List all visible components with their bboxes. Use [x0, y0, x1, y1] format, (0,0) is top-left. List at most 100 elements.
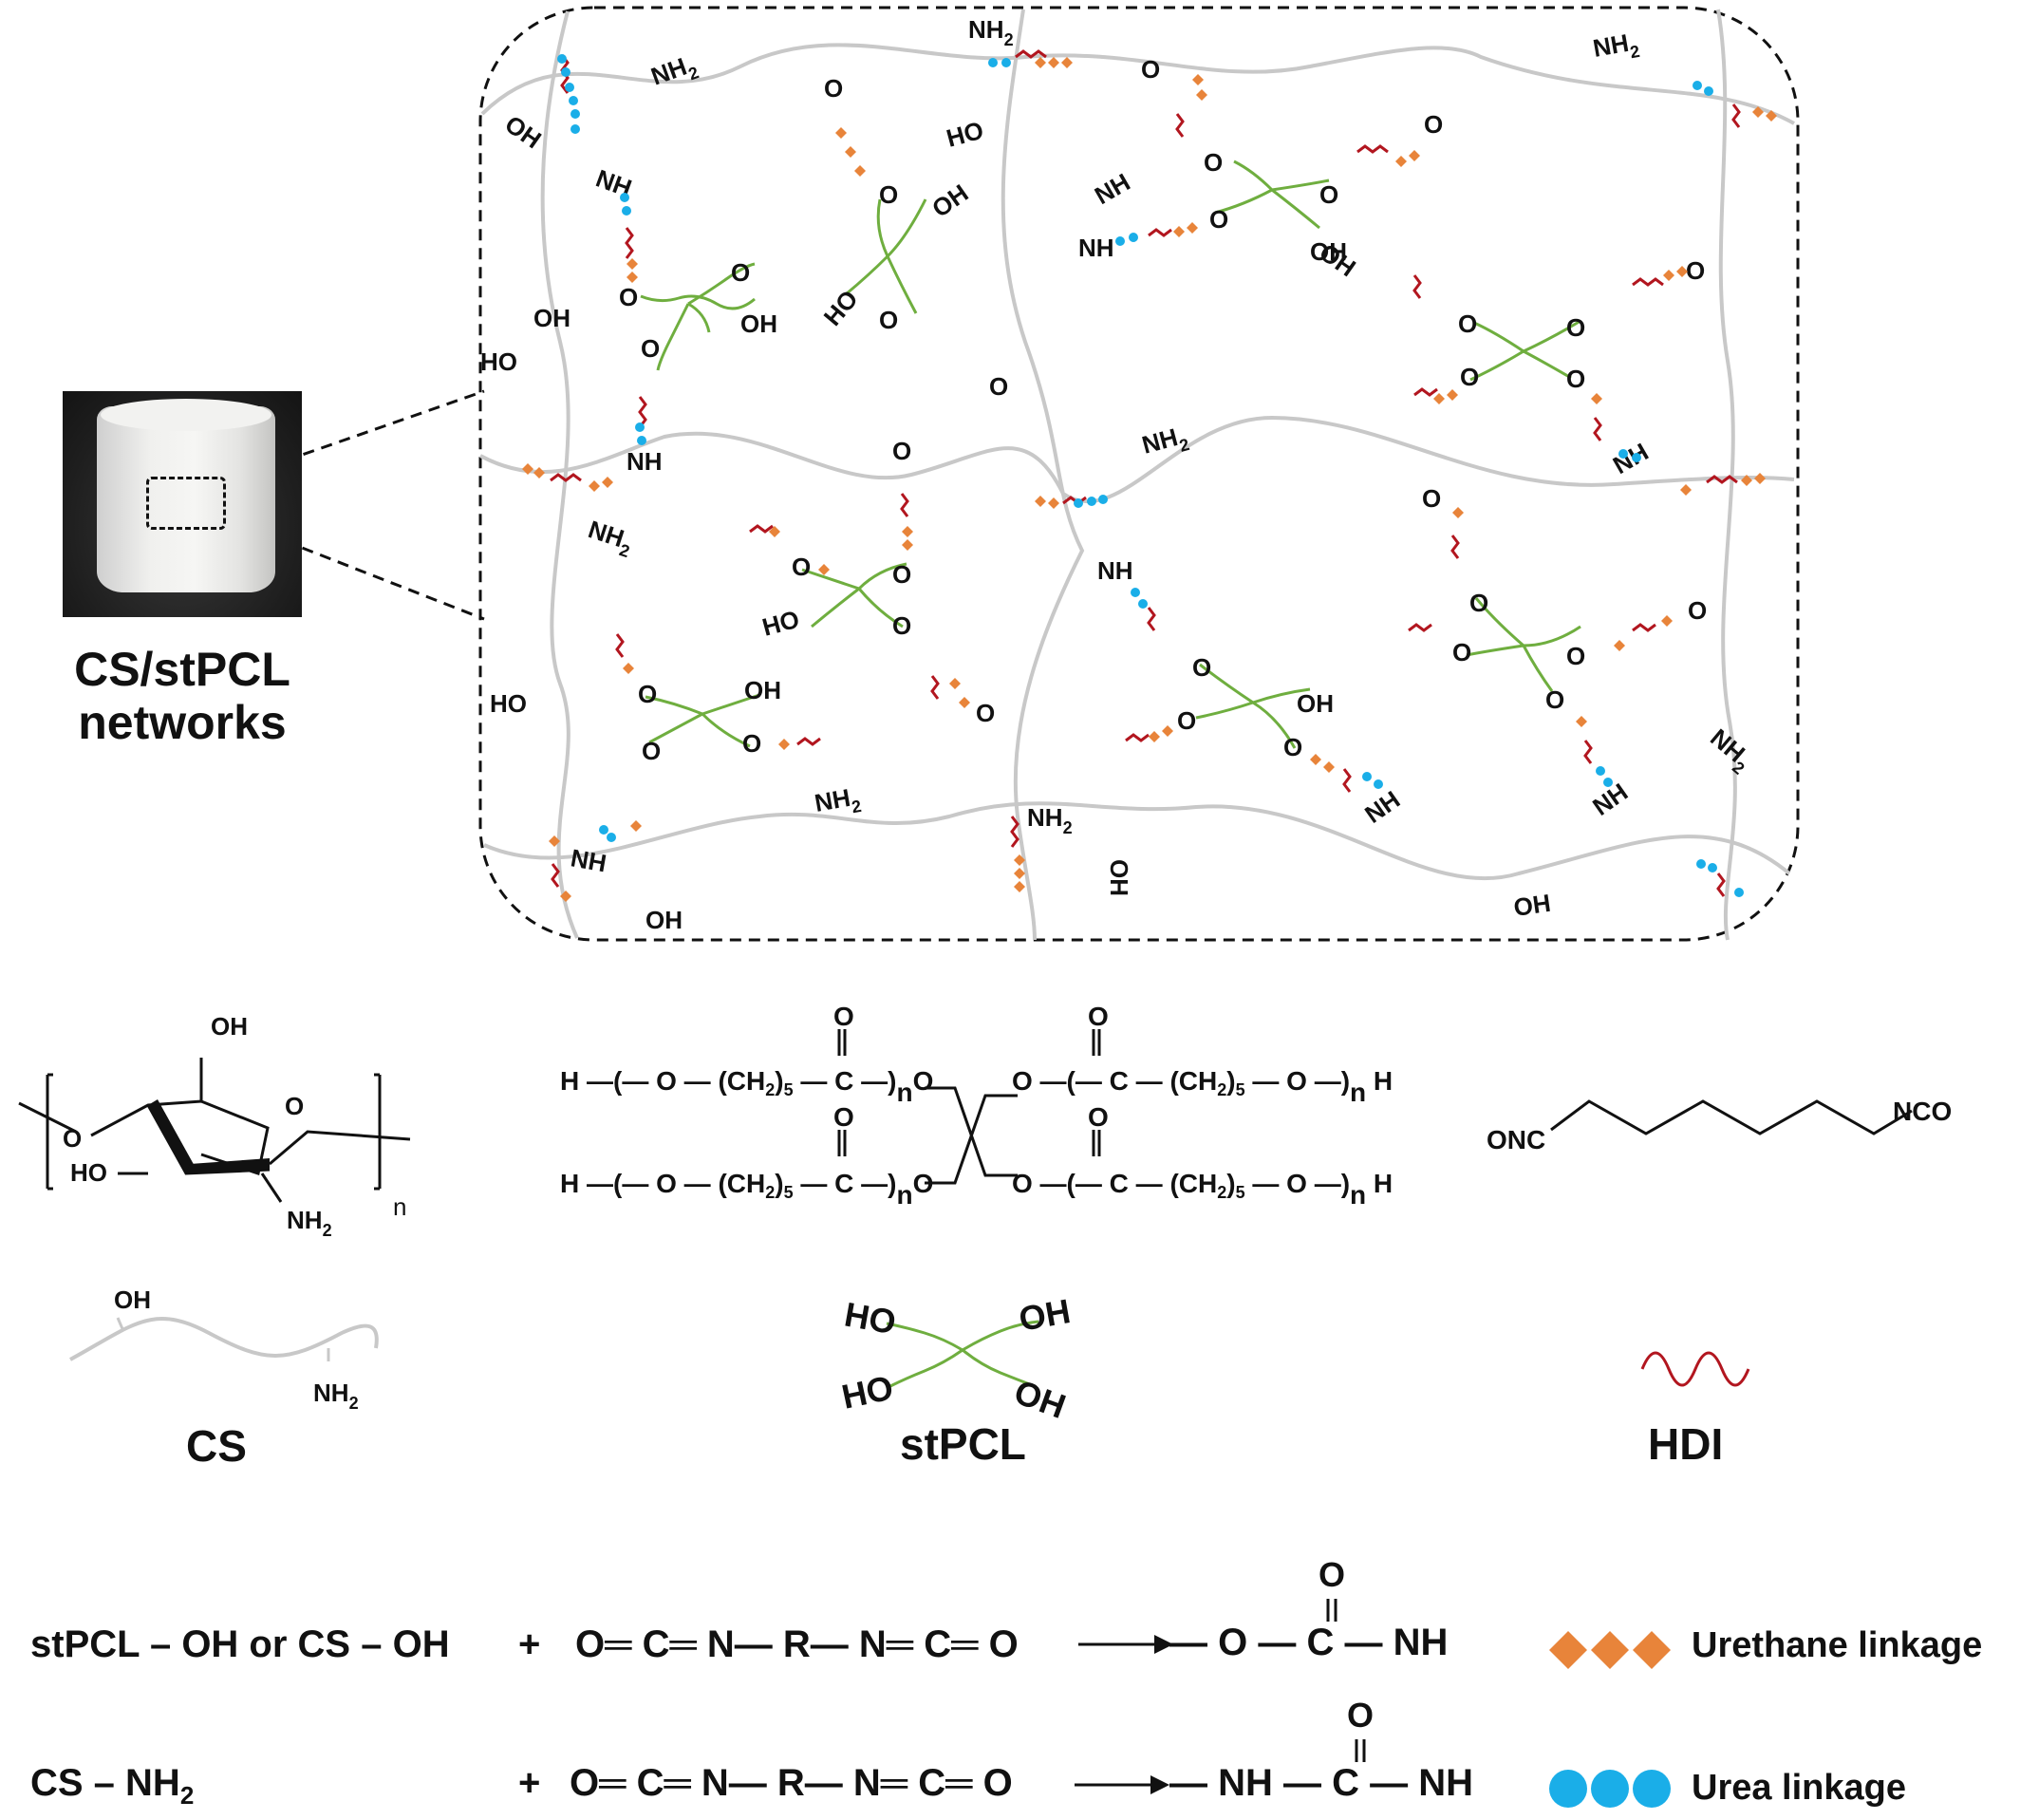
svg-text:OH: OH — [740, 310, 777, 338]
svg-text:O: O — [879, 306, 898, 334]
svg-text:OH: OH — [1105, 859, 1133, 896]
reaction1-product-carbonyl-o: O — [1319, 1555, 1346, 1594]
svg-text:NH: NH — [1097, 556, 1133, 585]
svg-text:OH: OH — [926, 178, 973, 223]
svg-text:O: O — [1319, 180, 1338, 209]
cs-repeat-n: n — [393, 1192, 406, 1221]
zoom-selection-box — [146, 477, 226, 530]
svg-text:NH2: NH2 — [1139, 421, 1191, 465]
hdi-left-label: ONC — [1487, 1125, 1545, 1154]
svg-text:HO: HO — [842, 1295, 899, 1342]
reaction1-isocyanate: O═ C═ N— R— N═ C═ O — [575, 1623, 1019, 1665]
urethane-legend-label: Urethane linkage — [1692, 1625, 1983, 1665]
cs-stpcl-sample-photo — [63, 391, 302, 617]
svg-text:HO: HO — [480, 347, 517, 376]
svg-text:O: O — [619, 283, 638, 311]
svg-text:O: O — [892, 611, 911, 640]
reaction2-reactant: CS – NH2 — [30, 1762, 195, 1810]
svg-text:O —(— C — (CH2)5 — O —)n H: O —(— C — (CH2)5 — O —)n H — [1012, 1066, 1393, 1107]
svg-text:OH: OH — [1310, 237, 1347, 266]
reaction1-reactant: stPCL – OH or CS – OH — [30, 1623, 450, 1665]
svg-text:NH: NH — [1078, 234, 1114, 262]
svg-text:O: O — [638, 680, 657, 708]
svg-text:OH: OH — [744, 676, 781, 704]
urea-legend-icon — [1549, 1770, 1671, 1808]
sample-title-line2: networks — [78, 696, 287, 749]
stpcl-name-label: stPCL — [900, 1419, 1026, 1469]
svg-text:O: O — [1192, 653, 1211, 682]
stpcl-chemical-structure: O O O O H —(— O — (CH2)5 — C —)nO O —(— … — [560, 1002, 1393, 1210]
svg-text:O: O — [731, 258, 750, 287]
svg-text:O: O — [989, 372, 1008, 401]
svg-text:O: O — [1566, 313, 1585, 342]
reaction2-product-carbonyl-o: O — [1347, 1696, 1375, 1735]
svg-text:O: O — [1452, 638, 1471, 666]
svg-text:NH: NH — [569, 843, 608, 877]
svg-text:O: O — [1177, 706, 1196, 735]
hdi-right-label: NCO — [1893, 1097, 1952, 1126]
cs-ring-o-label: O — [285, 1092, 304, 1120]
svg-text:O: O — [1460, 363, 1479, 391]
svg-text:O: O — [1204, 148, 1223, 177]
svg-text:O: O — [976, 699, 995, 727]
svg-text:O: O — [1686, 256, 1705, 285]
svg-text:O: O — [742, 729, 761, 758]
svg-text:O: O — [1209, 205, 1228, 234]
svg-text:O: O — [1422, 484, 1441, 513]
svg-text:NH: NH — [1359, 785, 1405, 829]
svg-text:O: O — [1469, 589, 1488, 617]
svg-text:OH: OH — [533, 304, 570, 332]
sample-cylinder — [97, 406, 275, 592]
svg-text:NH: NH — [627, 447, 663, 476]
svg-text:O: O — [792, 553, 811, 581]
svg-text:O: O — [1566, 365, 1585, 393]
stpcl-stars — [640, 159, 1581, 749]
svg-text:H —(— O — (CH2)5 — C —)nO: H —(— O — (CH2)5 — C —)nO — [560, 1169, 933, 1210]
cs-nh2-label: NH2 — [287, 1206, 332, 1240]
svg-text:O: O — [892, 437, 911, 465]
svg-text:O: O — [1088, 1002, 1109, 1031]
svg-text:O: O — [1141, 55, 1160, 84]
svg-text:OH: OH — [1016, 1291, 1073, 1339]
svg-text:NH2: NH2 — [583, 515, 636, 561]
reaction2-isocyanate: O═ C═ N— R— N═ C═ O — [570, 1762, 1013, 1804]
reaction2-product: — NH — C — NH — [1169, 1762, 1473, 1804]
cs-backbones — [479, 9, 1795, 941]
urea-legend-label: Urea linkage — [1692, 1768, 1906, 1808]
cs-glycosidic-o-label: O — [63, 1124, 82, 1153]
svg-text:NH2: NH2 — [1027, 803, 1073, 837]
svg-text:OH: OH — [114, 1285, 151, 1314]
oh-label: OH — [500, 109, 547, 154]
urethane-legend-icon — [1549, 1631, 1671, 1669]
network-panel: OH NH2 NH2 HO NH2 HO NH2 NH2 HO NH2 NH2 … — [231, 6, 1800, 942]
stpcl-icon: HO OH HO OH — [838, 1291, 1073, 1426]
sample-top-face — [101, 399, 271, 431]
urethane-markers — [522, 57, 1777, 902]
svg-text:O: O — [892, 560, 911, 589]
svg-text:NH2: NH2 — [968, 15, 1014, 49]
svg-text:O: O — [642, 737, 661, 765]
svg-text:O: O — [1545, 685, 1564, 714]
urea-markers — [557, 54, 1744, 897]
svg-text:O: O — [833, 1002, 854, 1031]
svg-text:O —(— C — (CH2)5 — O —)n H: O —(— C — (CH2)5 — O —)n H — [1012, 1169, 1393, 1210]
backbone-side-groups: OH NH2 NH2 HO NH2 HO NH2 NH2 HO NH2 NH2 … — [480, 15, 1758, 934]
svg-text:O: O — [1088, 1102, 1109, 1132]
reaction1-product: — O — C — NH — [1169, 1622, 1449, 1663]
cs-name-label: CS — [186, 1421, 247, 1471]
svg-text:O: O — [1566, 642, 1585, 670]
svg-text:HO: HO — [490, 689, 527, 718]
svg-text:NH2: NH2 — [647, 48, 701, 96]
svg-text:OH: OH — [1297, 689, 1334, 718]
svg-text:O: O — [1458, 310, 1477, 338]
svg-text:HO: HO — [759, 605, 802, 642]
svg-text:NH2: NH2 — [1701, 723, 1758, 779]
sample-title-line1: CS/stPCL — [74, 643, 290, 696]
reaction1-plus: + — [518, 1623, 541, 1665]
cs-chemical-structure — [18, 1058, 411, 1203]
svg-text:O: O — [1283, 733, 1302, 761]
cs-ho-label: HO — [70, 1158, 107, 1187]
svg-text:OH: OH — [645, 906, 683, 934]
svg-text:NH2: NH2 — [313, 1379, 359, 1413]
